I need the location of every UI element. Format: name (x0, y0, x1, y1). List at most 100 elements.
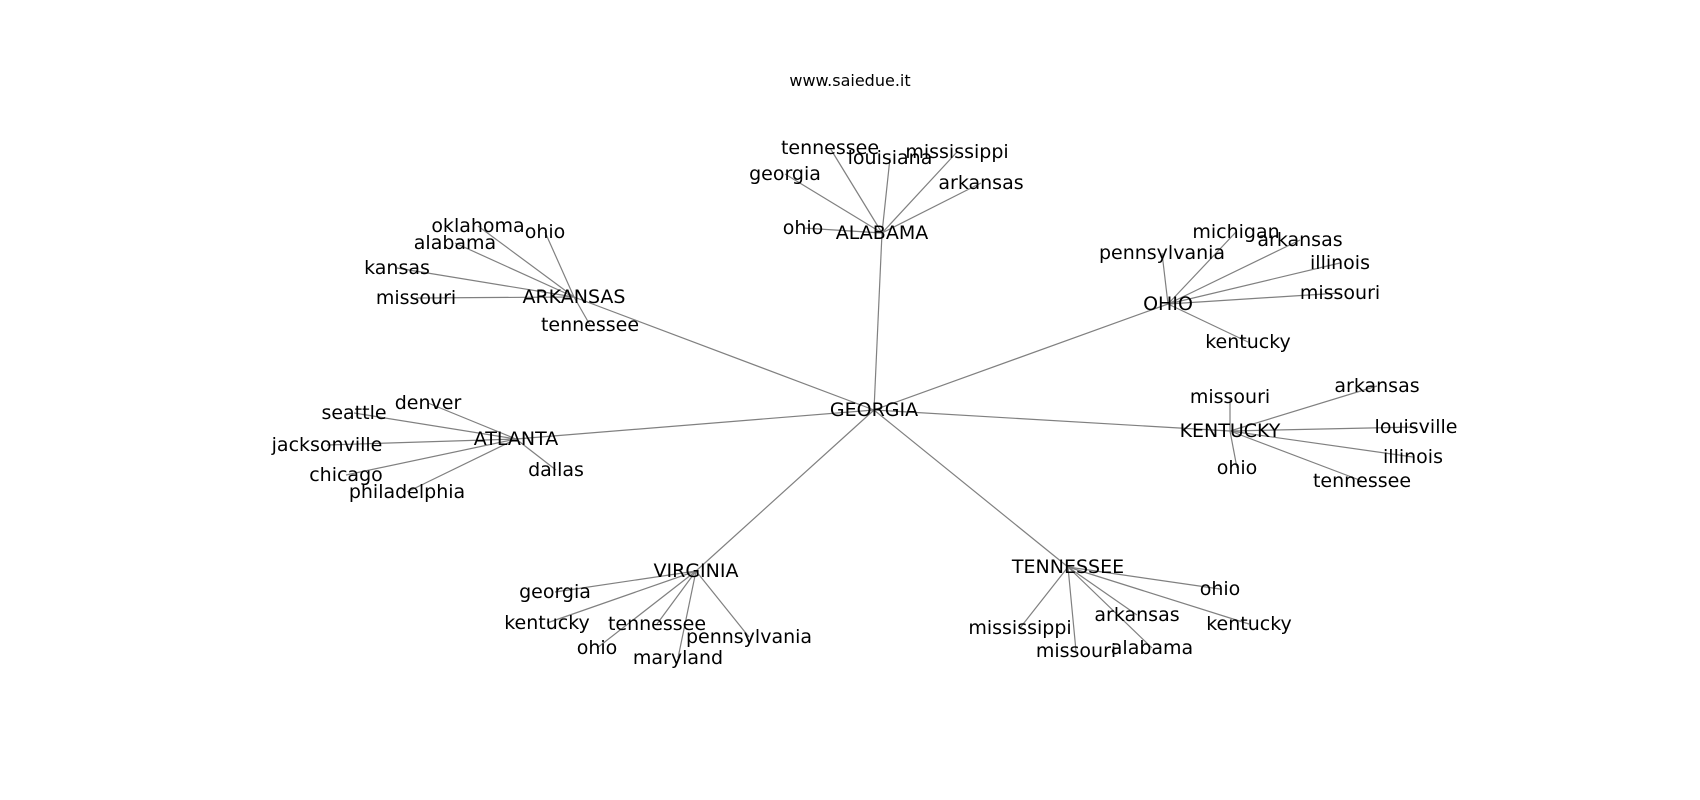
node-hub-arkansas: ARKANSAS (522, 286, 625, 308)
edge-arkansas-oklahoma (477, 225, 575, 298)
edge-root-arkansas (573, 296, 875, 411)
edge-ohio-arkansas (1167, 239, 1301, 305)
edge-tennessee-arkansas (1067, 566, 1138, 616)
edge-virginia-pennsylvania (695, 570, 750, 638)
edge-ohio-missouri (1167, 292, 1341, 305)
node-arkansas-oklahoma: oklahoma (431, 215, 524, 237)
node-arkansas-missouri: missouri (376, 287, 456, 309)
node-alabama-louisiana: louisiana (848, 147, 933, 169)
edge-atlanta-jacksonville (326, 438, 517, 446)
node-hub-kentucky: KENTUCKY (1180, 420, 1281, 442)
node-alabama-tennessee: tennessee (781, 137, 879, 159)
edge-tennessee-ohio (1067, 566, 1221, 590)
edge-atlanta-dallas (515, 438, 557, 471)
edge-virginia-tennessee (656, 570, 697, 625)
node-kentucky-missouri: missouri (1190, 386, 1270, 408)
edge-root-ohio (873, 303, 1169, 411)
node-ohio-arkansas: arkansas (1257, 229, 1342, 251)
edge-ohio-kentucky (1167, 303, 1249, 343)
edge-kentucky-louisville (1229, 426, 1417, 432)
edge-root-kentucky (873, 409, 1231, 432)
edge-arkansas-ohio (544, 231, 575, 298)
node-virginia-pennsylvania: pennsylvania (686, 626, 812, 648)
node-ohio-michigan: michigan (1192, 221, 1279, 243)
edge-ohio-pennsylvania (1161, 252, 1169, 305)
node-virginia-maryland: maryland (633, 647, 723, 669)
node-arkansas-tennessee: tennessee (541, 314, 639, 336)
edge-virginia-ohio (596, 570, 697, 649)
edge-arkansas-tennessee (573, 296, 591, 326)
edge-kentucky-illinois (1229, 430, 1414, 458)
node-tennessee-ohio: ohio (1200, 578, 1241, 600)
node-hub-atlanta: ATLANTA (474, 428, 559, 450)
node-alabama-georgia: georgia (749, 163, 821, 185)
node-hub-alabama: ALABAMA (836, 222, 928, 244)
edge-alabama-louisiana (881, 157, 891, 234)
node-kentucky-illinois: illinois (1383, 446, 1443, 468)
labels-layer: GEORGIAALABAMAtennesseelouisianamississi… (271, 137, 1458, 669)
edge-arkansas-kansas (396, 267, 575, 298)
node-ohio-missouri: missouri (1300, 282, 1380, 304)
node-virginia-georgia: georgia (519, 581, 591, 603)
node-atlanta-philadelphia: philadelphia (349, 481, 465, 503)
node-virginia-kentucky: kentucky (504, 612, 590, 634)
edge-virginia-georgia (554, 570, 697, 593)
node-atlanta-jacksonville: jacksonville (271, 434, 383, 456)
node-virginia-ohio: ohio (577, 637, 618, 659)
node-virginia-tennessee: tennessee (608, 613, 706, 635)
node-alabama-arkansas: arkansas (938, 172, 1023, 194)
edge-virginia-kentucky (546, 570, 697, 624)
edge-atlanta-denver (427, 402, 517, 440)
node-hub-ohio: OHIO (1143, 293, 1193, 315)
node-tennessee-kentucky: kentucky (1206, 613, 1292, 635)
edge-alabama-georgia (784, 173, 883, 234)
edge-tennessee-missouri (1067, 566, 1077, 652)
edge-atlanta-philadelphia (406, 438, 517, 493)
site-caption: www.saiedue.it (789, 71, 911, 90)
edge-root-atlanta (515, 409, 875, 440)
edge-alabama-tennessee (829, 147, 883, 234)
edge-tennessee-mississippi (1019, 566, 1069, 629)
edge-tennessee-alabama (1067, 566, 1153, 649)
node-ohio-pennsylvania: pennsylvania (1099, 242, 1225, 264)
node-tennessee-mississippi: mississippi (968, 617, 1071, 639)
node-kentucky-tennessee: tennessee (1313, 470, 1411, 492)
edge-root-virginia (695, 409, 875, 572)
node-ohio-kentucky: kentucky (1205, 331, 1291, 353)
edge-arkansas-alabama (454, 242, 575, 298)
node-hub-virginia: VIRGINIA (654, 560, 739, 582)
node-alabama-ohio: ohio (783, 217, 824, 239)
node-atlanta-seattle: seattle (321, 402, 386, 424)
node-ohio-illinois: illinois (1310, 252, 1370, 274)
edge-alabama-ohio (802, 227, 883, 234)
node-tennessee-alabama: alabama (1111, 637, 1193, 659)
node-hub-tennessee: TENNESSEE (1011, 556, 1124, 578)
node-tennessee-arkansas: arkansas (1094, 604, 1179, 626)
node-arkansas-kansas: kansas (364, 257, 430, 279)
edge-ohio-illinois (1167, 262, 1341, 305)
node-tennessee-missouri: missouri (1036, 640, 1116, 662)
node-atlanta-chicago: chicago (309, 464, 383, 486)
node-kentucky-louisville: louisville (1375, 416, 1458, 438)
node-kentucky-arkansas: arkansas (1334, 375, 1419, 397)
node-arkansas-alabama: alabama (414, 232, 496, 254)
edge-root-tennessee (873, 409, 1069, 568)
edges-layer (326, 147, 1417, 659)
edge-root-alabama (873, 232, 883, 411)
edge-alabama-arkansas (881, 182, 982, 234)
edge-kentucky-tennessee (1229, 430, 1363, 482)
node-alabama-mississippi: mississippi (905, 141, 1008, 163)
edge-arkansas-missouri (415, 296, 575, 299)
node-arkansas-ohio: ohio (525, 221, 566, 243)
edge-atlanta-seattle (353, 412, 517, 440)
node-atlanta-dallas: dallas (528, 459, 584, 481)
edge-atlanta-chicago (345, 438, 517, 476)
node-kentucky-ohio: ohio (1217, 457, 1258, 479)
node-root-georgia: GEORGIA (830, 399, 918, 421)
edge-ohio-michigan (1167, 231, 1237, 305)
edge-alabama-mississippi (881, 151, 958, 234)
edge-kentucky-arkansas (1229, 385, 1378, 432)
edge-virginia-maryland (677, 570, 697, 659)
edge-kentucky-ohio (1229, 430, 1238, 469)
